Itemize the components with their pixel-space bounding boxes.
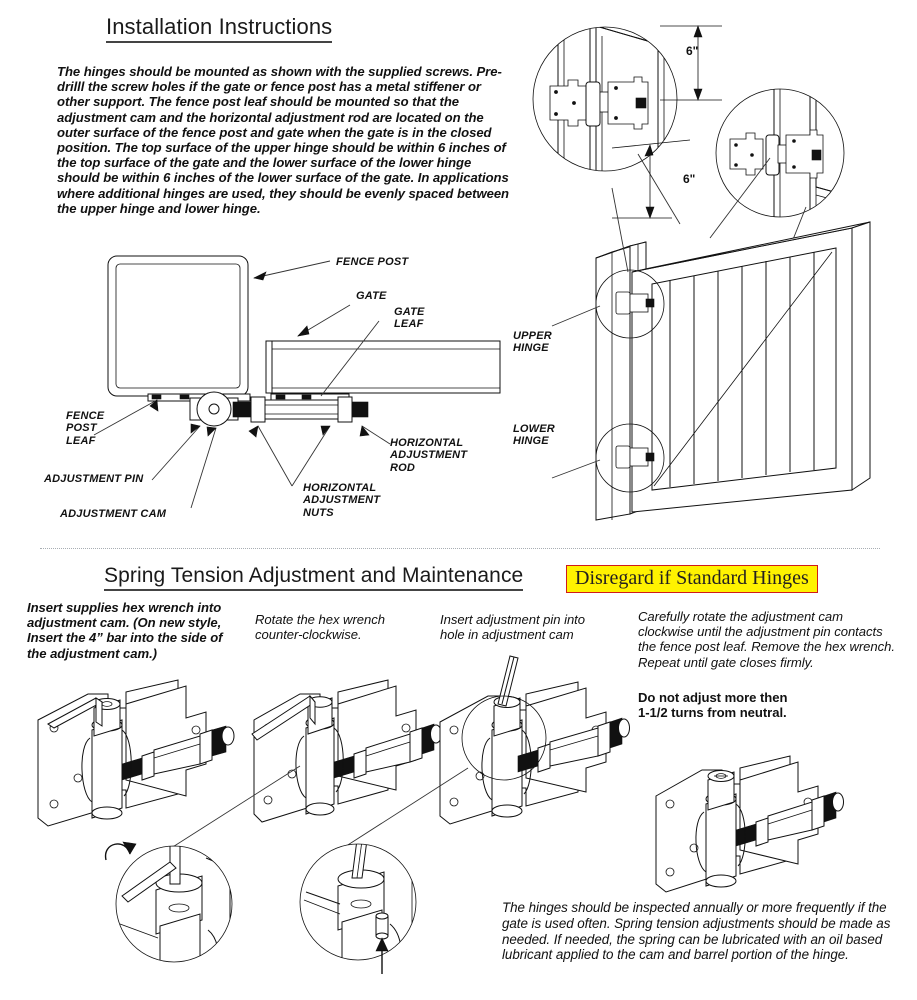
callout-fence-post: FENCE POST [336, 256, 409, 268]
horizontal-adjustment-rod-shape [232, 396, 369, 423]
section-divider [40, 548, 880, 549]
gate-shape [265, 340, 501, 394]
rotation-arrow-ccw [105, 841, 137, 861]
step-4-warning-line-2: 1-1/2 turns from neutral. [638, 705, 787, 720]
callout-horizontal-adjustment-nuts: HORIZONTAL ADJUSTMENT NUTS [303, 482, 381, 519]
step-1-text: Insert supplies hex wrench into adjustme… [27, 600, 223, 661]
hinge-illustration-step-2 [167, 679, 442, 851]
detail-circle-upper-hinge [532, 26, 681, 225]
hinge-assembly-3 [339, 655, 630, 851]
fence-post-shape [107, 255, 249, 397]
elevation-hinge-lower [595, 423, 665, 493]
step-2-text: Rotate the hex wrench counter-clockwise. [255, 612, 385, 643]
step-4-text: Carefully rotate the adjustment cam cloc… [638, 609, 895, 670]
callout-upper-hinge: UPPER HINGE [513, 330, 552, 355]
callout-gate-leaf: GATE LEAF [394, 306, 425, 331]
callout-fence-post-leaf: FENCE POST LEAF [66, 410, 105, 447]
detail-circle-lower-hinge [715, 88, 845, 268]
plan-view-diagram [93, 255, 501, 509]
installation-instructions-title: Installation Instructions [106, 14, 333, 43]
callout-lower-hinge: LOWER HINGE [513, 423, 555, 448]
dimension-lower-6in [611, 139, 691, 219]
callout-gate: GATE [356, 290, 387, 302]
elevation-hinge-upper [595, 269, 665, 339]
hinge-assembly-final [655, 755, 844, 893]
gate-elevation-diagram [551, 157, 871, 521]
detail-circle-insert-pin [299, 843, 417, 974]
hinge-assembly-2 [167, 679, 442, 851]
dimension-label-upper: 6" [686, 44, 699, 58]
callout-adjustment-cam: ADJUSTMENT CAM [60, 508, 167, 520]
hinge-glyph-bottom [729, 129, 824, 179]
plan-leader-lines [93, 260, 391, 509]
dimension-label-lower: 6" [683, 172, 696, 186]
elevation-gate-frame [631, 221, 871, 513]
step-4-warning-line-1: Do not adjust more then [638, 690, 788, 705]
step-3-text: Insert adjustment pin into hole in adjus… [440, 612, 585, 643]
hinge-illustration-final [655, 755, 844, 893]
maintenance-text: The hinges should be inspected annually … [502, 900, 891, 963]
spring-tension-title: Spring Tension Adjustment and Maintenanc… [104, 564, 524, 591]
hinge-illustration-step-1 [37, 679, 235, 827]
callout-horizontal-adjustment-rod: HORIZONTAL ADJUSTMENT ROD [390, 437, 468, 474]
hinge-illustration-step-3 [339, 655, 630, 851]
adjustment-cam-shape [189, 391, 239, 427]
callout-adjustment-pin: ADJUSTMENT PIN [44, 473, 144, 485]
hinge-glyph-top [549, 76, 649, 130]
insert-arrow-up [375, 937, 389, 974]
hinge-assembly-1 [37, 679, 235, 827]
dimension-upper-6in [660, 25, 722, 101]
installation-body-text: The hinges should be mounted as shown wi… [57, 64, 510, 216]
detail-circle-rotate-ccw [105, 841, 233, 963]
standard-hinges-banner: Disregard if Standard Hinges [566, 565, 818, 593]
